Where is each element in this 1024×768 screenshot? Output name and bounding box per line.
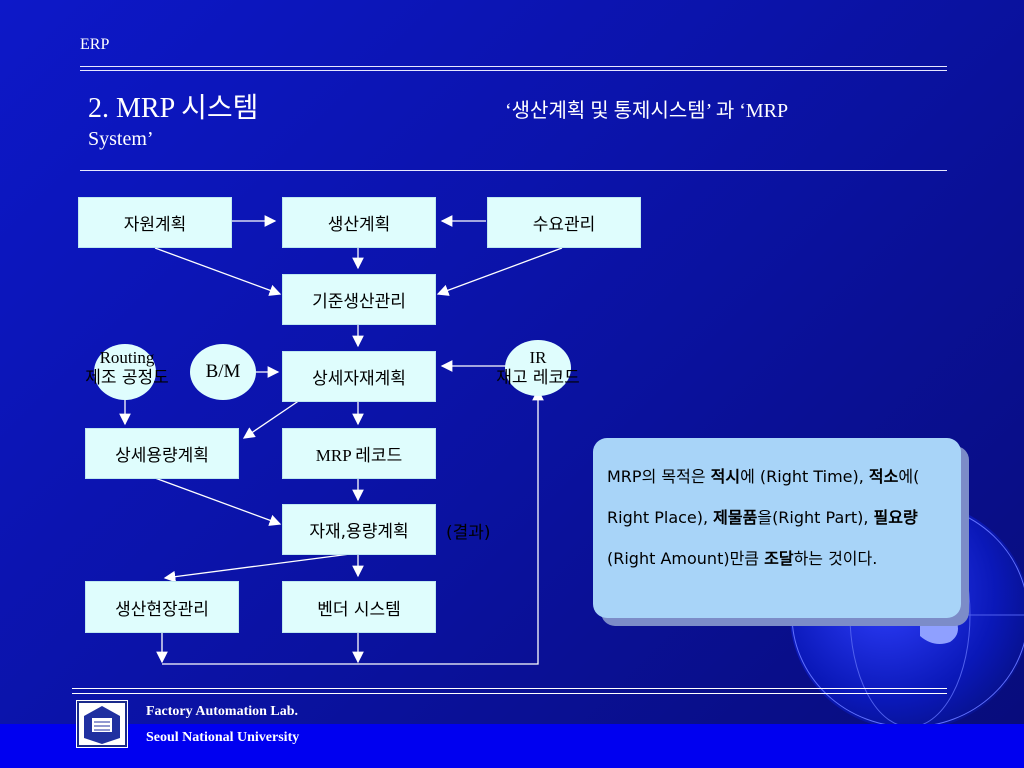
box-demand-management: 수요관리 — [487, 197, 641, 248]
box-resource-planning: 자원계획 — [78, 197, 232, 248]
footer-lab: Factory Automation Lab. — [146, 704, 299, 719]
box-production-planning: 생산계획 — [282, 197, 436, 248]
ellipse-routing — [94, 344, 156, 400]
ir-label: IR 재고 레코드 — [474, 348, 602, 388]
header-label: ERP — [80, 36, 110, 53]
note-text: (Right Amount)만큼 — [607, 549, 765, 568]
footer-university: Seoul National University — [146, 730, 300, 745]
note-emphasis: 적소 — [868, 467, 899, 486]
result-label: (결과) — [446, 523, 491, 543]
slide-subtitle-cont: System’ — [88, 128, 154, 150]
box-detailed-material: 상세자재계획 — [282, 351, 436, 402]
note-emphasis: 제물품 — [713, 508, 758, 527]
header-rule — [80, 70, 947, 71]
note-emphasis: 조달 — [764, 549, 794, 568]
university-logo — [76, 700, 128, 748]
note-text: 을(Right Part), — [757, 508, 874, 527]
header-rule — [80, 66, 947, 67]
note-text: 하는 것이다. — [793, 549, 878, 568]
note-emphasis: 적시 — [710, 467, 741, 486]
ir-text: IR — [529, 348, 547, 367]
box-detailed-capacity: 상세용량계획 — [85, 428, 239, 479]
footer-rule — [72, 693, 947, 694]
slide-title: 2. MRP 시스템 — [88, 93, 259, 124]
ellipse-ir — [505, 340, 571, 396]
note-text: 에 (Right Time), — [740, 467, 869, 486]
footer-rule — [72, 688, 947, 689]
mrp-purpose-note: MRP의 목적은 적시에 (Right Time), 적소에( Right Pl… — [593, 438, 961, 618]
footer-bar — [0, 724, 1024, 768]
box-shop-floor: 생산현장관리 — [85, 581, 239, 633]
box-mrp-record: MRP 레코드 — [282, 428, 436, 479]
box-vendor-system: 벤더 시스템 — [282, 581, 436, 633]
note-text: MRP의 목적은 — [607, 467, 711, 486]
note-text: 에( Right Place), — [607, 467, 920, 527]
box-material-capacity: 자재,용량계획 — [282, 504, 436, 555]
box-master-production: 기준생산관리 — [282, 274, 436, 325]
slide-subtitle: ‘생산계획 및 통제시스템’ 과 ‘MRP — [505, 100, 789, 122]
university-emblem-icon — [77, 701, 127, 747]
routing-text: Routing — [99, 348, 155, 367]
title-rule — [80, 170, 947, 171]
inventory-record-text: 재고 레코드 — [496, 368, 580, 388]
ellipse-bm: B/M — [190, 344, 256, 400]
routing-label: Routing 제조 공정도 — [64, 348, 190, 388]
process-chart-text: 제조 공정도 — [85, 368, 169, 388]
note-emphasis: 필요량 — [873, 508, 918, 527]
